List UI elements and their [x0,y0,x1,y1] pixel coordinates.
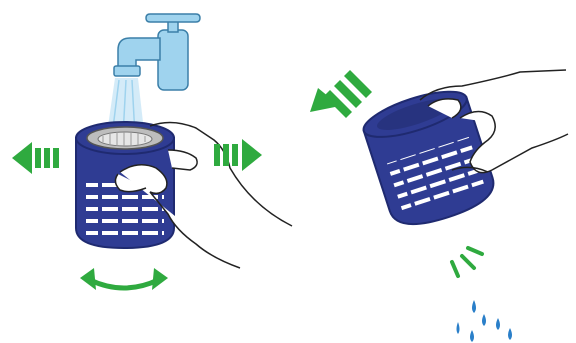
rinse-panel [12,14,292,290]
water-drops-icon [457,300,513,342]
rotate-arrow-icon [80,268,168,290]
impact-lines-icon [452,248,482,276]
arrow-down-left-icon [310,70,372,118]
arrow-left-icon [12,142,59,174]
tap-dry-panel [310,70,568,342]
arrow-right-icon [214,139,262,171]
